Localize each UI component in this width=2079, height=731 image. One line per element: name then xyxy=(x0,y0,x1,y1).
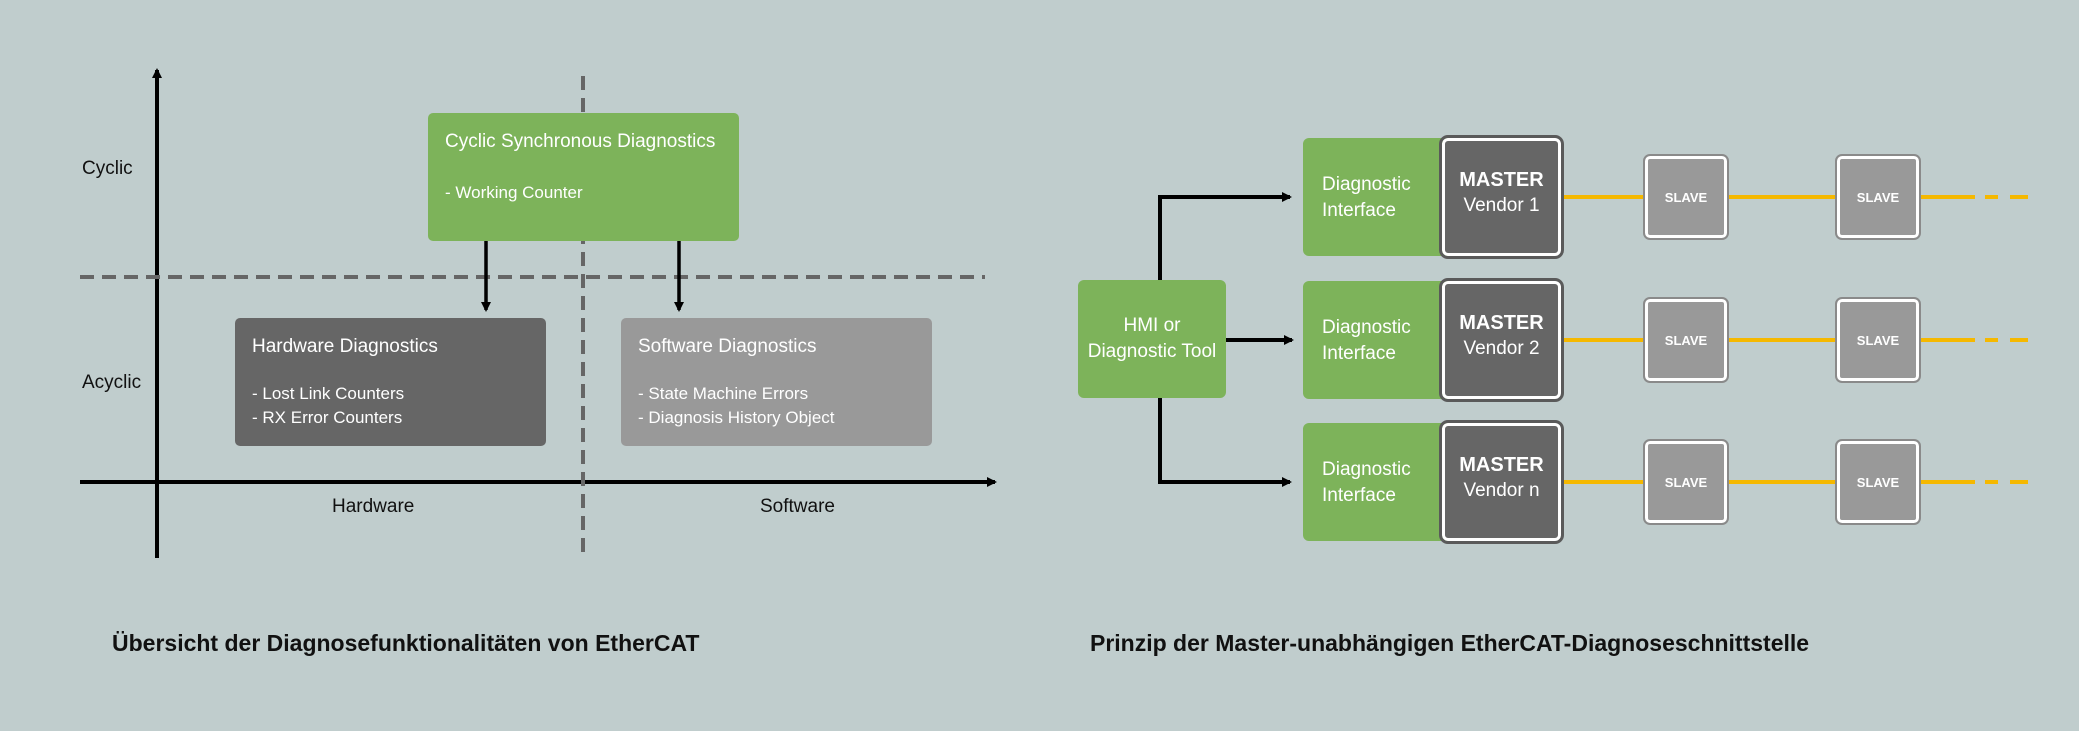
hmi-box: HMI or Diagnostic Tool xyxy=(1078,280,1226,398)
master-label: MASTER xyxy=(1459,312,1544,334)
right-caption: Prinzip der Master-unabhängigen EtherCAT… xyxy=(1090,630,1810,656)
diag-label: Diagnostic xyxy=(1322,317,1411,338)
cyclic-box-title: Cyclic Synchronous Diagnostics xyxy=(445,131,716,152)
master-label: MASTER xyxy=(1459,454,1544,476)
hmi-connector-top xyxy=(1158,192,1292,280)
slave-box: SLAVE xyxy=(1643,297,1729,383)
acyclic-label: Acyclic xyxy=(82,372,142,393)
hmi-line1: HMI or xyxy=(1123,315,1181,336)
slave-box: SLAVE xyxy=(1643,439,1729,525)
master-label: MASTER xyxy=(1459,169,1544,191)
diag-label: Diagnostic xyxy=(1322,174,1411,195)
hmi-line2: Diagnostic Tool xyxy=(1087,341,1217,362)
list-item: Working Counter xyxy=(445,181,582,205)
diag-label: Interface xyxy=(1322,485,1396,506)
hardware-axis-label: Hardware xyxy=(332,496,415,517)
master-vendor-n: MASTER Vendor n xyxy=(1439,420,1564,544)
diag-label: Interface xyxy=(1322,200,1396,221)
slave-box: SLAVE xyxy=(1835,154,1921,240)
cyclic-box-items: Working Counter xyxy=(445,181,582,205)
list-item: Lost Link Counters xyxy=(252,382,404,406)
software-diagnostics-box: Software Diagnostics State Machine Error… xyxy=(621,318,932,446)
slave-box: SLAVE xyxy=(1835,297,1921,383)
left-caption: Übersicht der Diagnosefunktionalitäten v… xyxy=(112,630,700,656)
slave-box: SLAVE xyxy=(1835,439,1921,525)
cyclic-diagnostics-box: Cyclic Synchronous Diagnostics Working C… xyxy=(428,113,739,241)
slave-box: SLAVE xyxy=(1643,154,1729,240)
vendor-label: Vendor n xyxy=(1463,480,1540,501)
software-box-title: Software Diagnostics xyxy=(638,336,817,357)
software-box-items: State Machine Errors Diagnosis History O… xyxy=(638,382,835,430)
list-item: RX Error Counters xyxy=(252,406,404,430)
software-axis-label: Software xyxy=(760,496,835,517)
hardware-box-items: Lost Link Counters RX Error Counters xyxy=(252,382,404,430)
list-item: State Machine Errors xyxy=(638,382,835,406)
master-vendor-2: MASTER Vendor 2 xyxy=(1439,278,1564,402)
bus-lines xyxy=(1561,195,2028,484)
master-vendor-1: MASTER Vendor 1 xyxy=(1439,135,1564,259)
list-item: Diagnosis History Object xyxy=(638,406,834,430)
vendor-label: Vendor 1 xyxy=(1463,195,1540,216)
hmi-connector-bottom xyxy=(1158,398,1292,487)
vendor-label: Vendor 2 xyxy=(1463,338,1540,359)
hardware-diagnostics-box: Hardware Diagnostics Lost Link Counters … xyxy=(235,318,546,446)
hardware-box-title: Hardware Diagnostics xyxy=(252,336,438,357)
diag-label: Interface xyxy=(1322,343,1396,364)
cyclic-label: Cyclic xyxy=(82,158,133,179)
diag-label: Diagnostic xyxy=(1322,459,1411,480)
